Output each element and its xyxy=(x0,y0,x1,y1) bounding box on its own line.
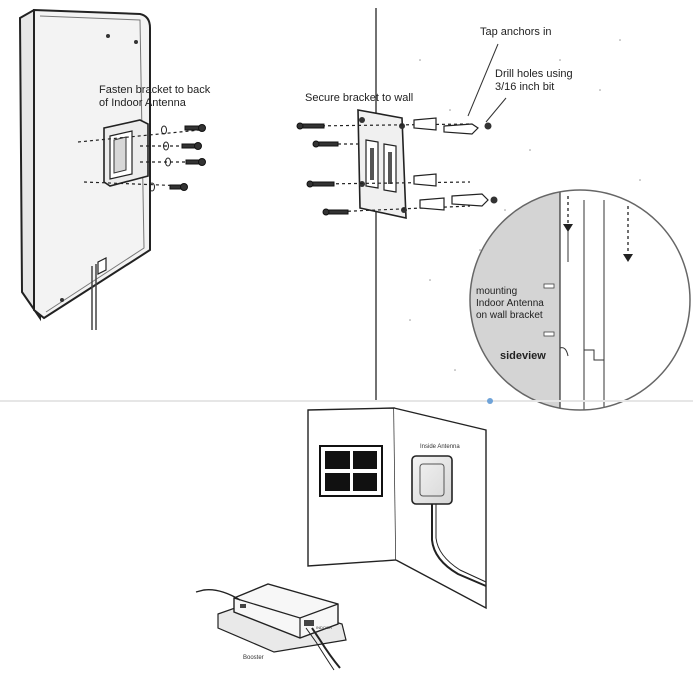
indoor-antenna-back-illustration xyxy=(18,8,206,330)
room-installation-illustration xyxy=(195,407,487,671)
label-inside-antenna: Inside Antenna xyxy=(420,444,460,450)
wall-bracket-illustration xyxy=(296,8,641,400)
label-secure-bracket: Secure bracket to wall xyxy=(305,92,414,104)
label-sideview: sideview xyxy=(500,350,546,362)
label-drill-line2: 3/16 inch bit xyxy=(495,81,555,93)
label-indoor-antenna: Indoor Antenna xyxy=(476,298,544,309)
label-fasten-line2: of Indoor Antenna xyxy=(99,97,186,109)
label-mounting: mounting xyxy=(476,286,518,297)
label-tap-anchors: Tap anchors in xyxy=(480,26,552,38)
label-booster-port: INDOOR xyxy=(316,625,332,630)
label-fasten-line1: Fasten bracket to back xyxy=(99,84,211,96)
label-booster: Booster xyxy=(243,655,264,661)
label-wall-bracket: on wall bracket xyxy=(476,310,543,321)
label-drill-line1: Drill holes using xyxy=(495,68,573,80)
